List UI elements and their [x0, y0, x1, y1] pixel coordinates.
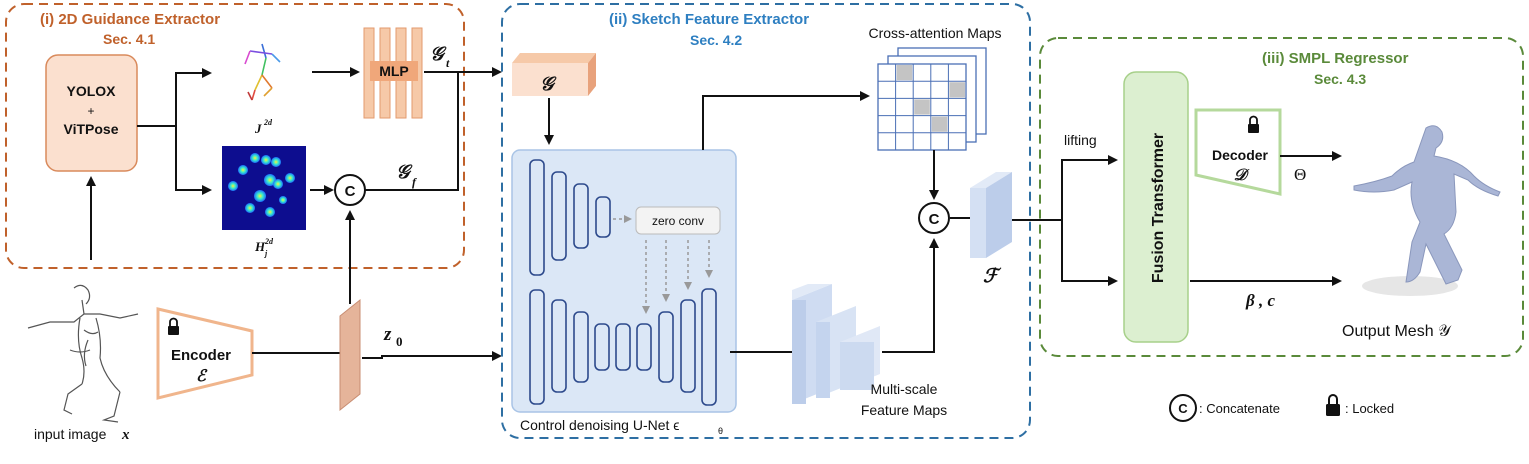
section3-title: (iii) SMPL Regressor: [1262, 50, 1409, 67]
encoder-symbol: ℰ: [196, 368, 208, 385]
j2d-sup: 2d: [263, 118, 273, 127]
decoder-shape: [1194, 108, 1282, 196]
crossattn-maps: [877, 47, 987, 151]
arrow-unet-to-crossattn: [702, 91, 870, 150]
gf-label: 𝒢: [396, 162, 413, 183]
crossattn-label: Cross-attention Maps: [868, 25, 1001, 41]
detector-line1: YOLOX: [66, 83, 116, 99]
gt-label: 𝒢: [430, 44, 447, 65]
input-sketch-image: [27, 284, 139, 423]
g-label: 𝒢: [540, 74, 557, 95]
multiscale-label-2: Feature Maps: [861, 402, 947, 418]
unet-enc-4: [595, 196, 611, 238]
arrow-to-keypoints: [137, 68, 212, 127]
mlp-label: MLP: [379, 63, 409, 79]
unet-label: Control denoising U-Net ϵ: [520, 417, 679, 433]
legend-lock-icon: [1326, 394, 1340, 416]
concat-node-2: [918, 202, 950, 234]
encoder-lock-icon: [168, 317, 179, 335]
g-cube: [512, 53, 596, 96]
zero-conv-label: zero conv: [652, 214, 704, 228]
section-sketch-feature-extractor: (ii) Sketch Feature Extractor Sec. 4.2 𝒢…: [501, 3, 1031, 439]
detector-box: [45, 54, 138, 172]
section2-border: [501, 3, 1031, 439]
z0-label: z: [383, 324, 392, 345]
arrow-z0-to-unet: [362, 351, 502, 361]
output-mesh: [1353, 125, 1501, 296]
decoder-lock-icon: [1248, 115, 1259, 133]
unet-dec-2: [551, 299, 567, 393]
keypoint-skeleton: [244, 43, 281, 101]
lifting-label: lifting: [1064, 132, 1097, 148]
z0-sub: 0: [396, 334, 403, 349]
detector-plus: +: [87, 104, 94, 118]
f-label: ℱ: [983, 266, 1002, 287]
arrow-multiscale-to-concat: [882, 238, 939, 353]
detector-line2: ViTPose: [64, 121, 119, 137]
legend-locked-label: : Locked: [1345, 401, 1394, 416]
multiscale-label-1: Multi-scale: [871, 381, 938, 397]
f-feature: [970, 172, 1012, 258]
section3-border: [1039, 37, 1524, 357]
section-smpl-regressor: (iii) SMPL Regressor Sec. 4.3 lifting Fu…: [1039, 37, 1524, 357]
unet-enc-1: [529, 159, 545, 276]
unet-dec-8: [680, 299, 696, 393]
legend: C : Concatenate : Locked: [1169, 394, 1394, 422]
decoder-symbol: 𝒟: [1234, 167, 1250, 184]
input-caption: input image: [34, 426, 107, 442]
unet-enc-3: [573, 183, 589, 249]
unet-dec-1: [529, 289, 545, 405]
section1-title: (i) 2D Guidance Extractor: [40, 11, 220, 28]
gf-sub: f: [412, 175, 417, 189]
section2-title: (ii) Sketch Feature Extractor: [609, 11, 809, 28]
output-mesh-label: Output Mesh 𝒴: [1342, 323, 1452, 340]
zero-conv-box: [635, 206, 721, 235]
gt-sub: t: [446, 56, 450, 70]
unet-dec-4: [594, 323, 610, 371]
unet-dec-9: [701, 288, 717, 406]
j2d-label: J: [254, 121, 262, 136]
unet-dec-3: [573, 311, 589, 383]
decoder-label: Decoder: [1212, 147, 1269, 163]
unet-dec-5: [615, 323, 631, 371]
encoder-label: Encoder: [171, 347, 231, 364]
section1-ref: Sec. 4.1: [103, 31, 155, 47]
z0-latent: [339, 298, 361, 412]
fusion-transformer-box: [1123, 71, 1189, 343]
input-caption-var: x: [121, 427, 130, 443]
encoder-block: Encoder ℰ: [156, 307, 254, 400]
heatmap-sub: j: [263, 249, 268, 258]
arrow-lifting-top: [1061, 155, 1118, 220]
legend-concat-symbol: C: [1178, 401, 1188, 416]
multiscale-feature-maps: [792, 284, 880, 404]
line-gf-merge: [365, 72, 459, 191]
unet-enc-2: [551, 171, 567, 261]
section-2d-guidance-extractor: (i) 2D Guidance Extractor Sec. 4.1 YOLOX…: [5, 3, 502, 269]
concat-node-2-label: C: [929, 211, 940, 228]
unet-sub: θ: [718, 426, 723, 436]
section3-ref: Sec. 4.3: [1314, 71, 1366, 87]
heatmap-image: [222, 146, 306, 230]
unet-dec-7: [658, 311, 674, 383]
arrow-to-heatmap: [175, 126, 212, 195]
beta-c-label: β , c: [1245, 291, 1275, 310]
arrow-lifting-bottom: [1061, 220, 1118, 286]
concat-node-1-label: C: [345, 183, 356, 200]
theta-label: Θ: [1294, 165, 1306, 184]
section1-border: [5, 3, 465, 269]
heatmap-sup: 2d: [264, 237, 274, 246]
heatmap-label: H: [254, 239, 266, 254]
legend-concat-icon: [1169, 394, 1197, 422]
unet-dec-6: [636, 323, 652, 371]
fusion-transformer-label: Fusion Transformer: [1150, 133, 1167, 283]
legend-concat-label: : Concatenate: [1199, 401, 1280, 416]
mlp-block: MLP: [363, 27, 423, 119]
section2-ref: Sec. 4.2: [690, 32, 742, 48]
